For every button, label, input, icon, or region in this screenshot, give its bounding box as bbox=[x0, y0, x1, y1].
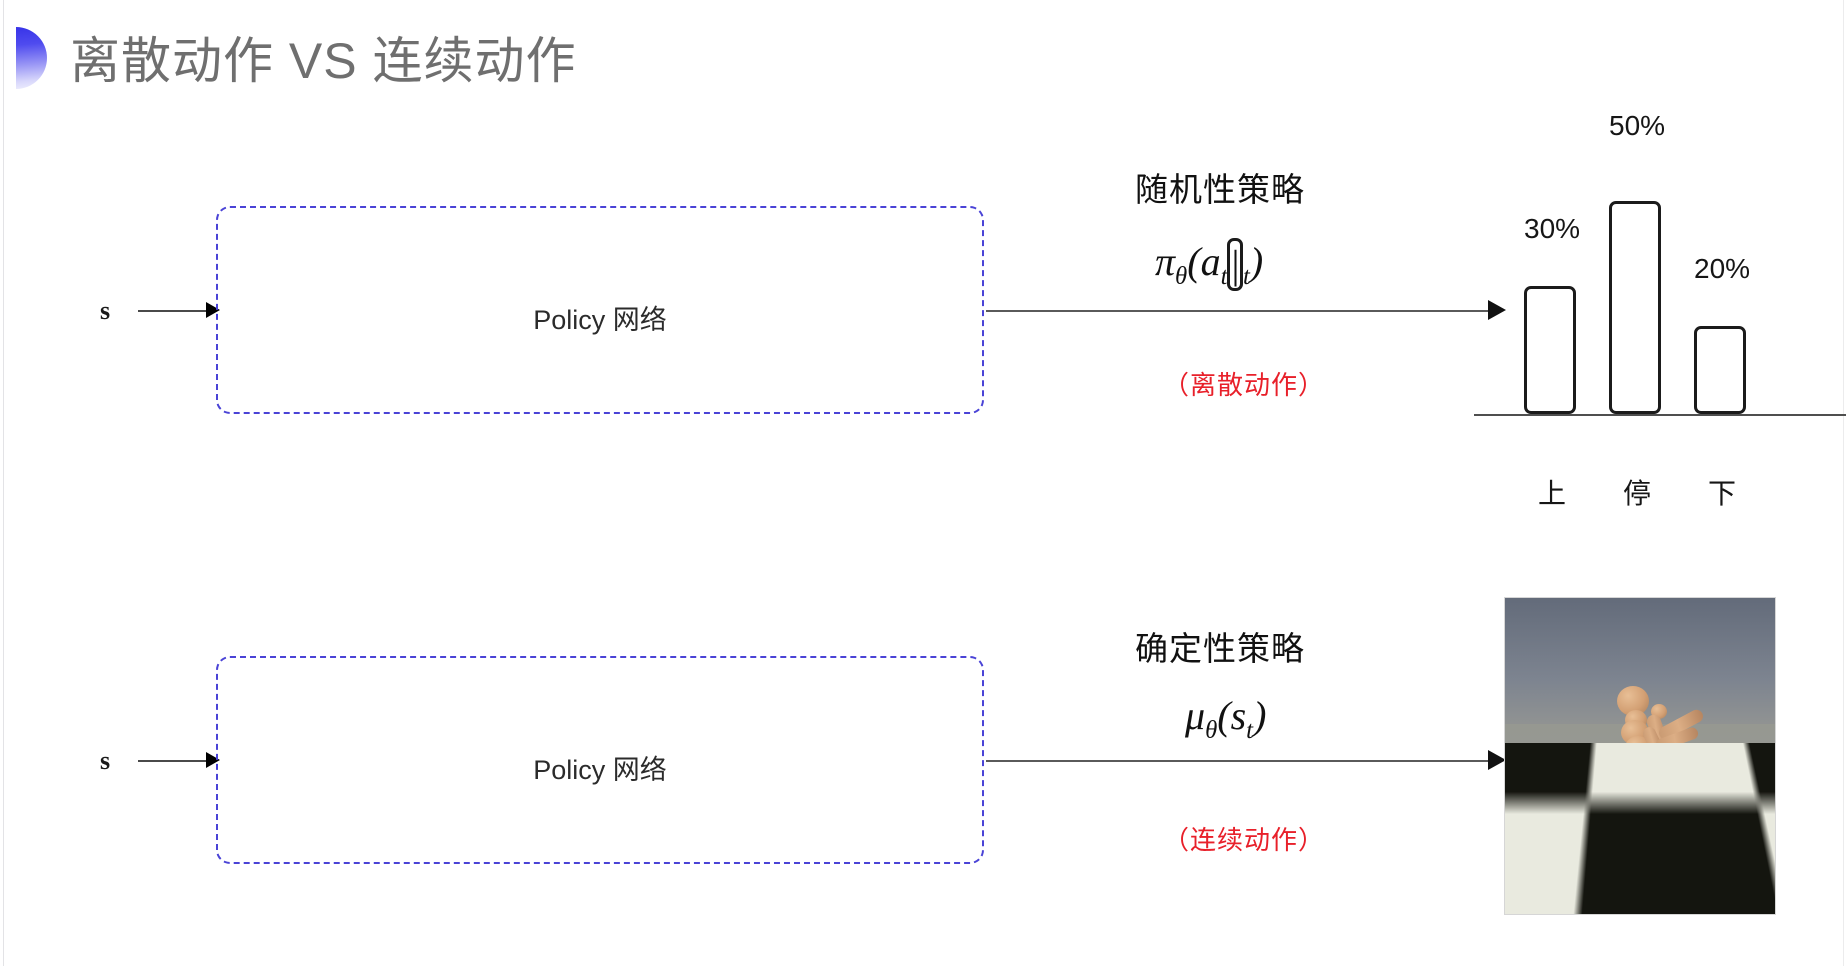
state-input-label-discrete: s bbox=[100, 296, 111, 325]
formula-head: π bbox=[1155, 239, 1176, 284]
action-probability-bar-chart: 30% 上 50% 停 20% 下 bbox=[1470, 110, 1846, 509]
formula-head-sub: θ bbox=[1175, 263, 1188, 290]
policy-network-label-continuous: Policy 网络 bbox=[533, 755, 667, 785]
policy-network-box-continuous[interactable]: Policy 网络 bbox=[216, 656, 984, 864]
bar-group-2: 20% 下 bbox=[1694, 156, 1751, 509]
bar-value-label-1: 50% bbox=[1609, 110, 1666, 141]
formula-head: μ bbox=[1185, 693, 1206, 738]
bar-value-label-0: 30% bbox=[1524, 213, 1581, 244]
humanoid-knee bbox=[1589, 830, 1611, 852]
policy-network-box-discrete[interactable]: Policy 网络 bbox=[216, 206, 984, 414]
formula-arg1-sub: t bbox=[1246, 717, 1254, 744]
formula-arg1: a bbox=[1200, 239, 1221, 284]
policy-formula-deterministic: μθ(st) bbox=[1185, 692, 1266, 745]
formula-close-paren: ) bbox=[1253, 693, 1267, 738]
bar-1 bbox=[1609, 201, 1661, 414]
humanoid-simulation-image bbox=[1504, 597, 1776, 915]
bar-group-0: 30% 上 bbox=[1524, 156, 1581, 509]
policy-kind-deterministic: 确定性策略 bbox=[1135, 630, 1305, 667]
formula-arg2-sub: t bbox=[1243, 263, 1250, 290]
bar-category-label-1: 停 bbox=[1622, 478, 1651, 509]
formula-head-sub: θ bbox=[1205, 717, 1218, 744]
formula-close-paren: ) bbox=[1249, 239, 1264, 284]
chart-baseline-axis bbox=[1474, 414, 1846, 416]
slide-border-left bbox=[3, 0, 4, 966]
row-discrete-action: s Policy 网络 随机性策略 πθ(at|st) （离散动作） 30% 上… bbox=[100, 110, 1846, 509]
policy-note-discrete: （离散动作） bbox=[1163, 370, 1326, 400]
output-arrow-line-discrete bbox=[986, 310, 1490, 312]
page-title: 离散动作 VS 连续动作 bbox=[70, 33, 577, 89]
formula-open-paren: ( bbox=[1187, 239, 1201, 284]
bar-2 bbox=[1694, 326, 1746, 414]
output-arrow-line-continuous bbox=[986, 760, 1490, 762]
policy-formula-stochastic: πθ(at|st) bbox=[1155, 238, 1263, 291]
policy-note-continuous: （连续动作） bbox=[1163, 825, 1326, 855]
formula-open-paren: ( bbox=[1217, 693, 1231, 738]
bar-value-label-2: 20% bbox=[1694, 253, 1751, 284]
output-arrow-head-continuous bbox=[1488, 750, 1506, 770]
bar-category-label-2: 下 bbox=[1707, 478, 1736, 509]
input-arrow-line-discrete bbox=[138, 310, 210, 312]
slide-border-right bbox=[1843, 0, 1844, 966]
policy-kind-stochastic: 随机性策略 bbox=[1135, 171, 1305, 208]
policy-network-label-discrete: Policy 网络 bbox=[533, 305, 667, 335]
formula-conditional-bar: | bbox=[1227, 238, 1244, 291]
input-arrow-line-continuous bbox=[138, 760, 210, 762]
state-input-label-continuous: s bbox=[100, 746, 111, 775]
bar-0 bbox=[1524, 286, 1576, 414]
bar-category-label-0: 上 bbox=[1537, 478, 1566, 509]
formula-arg1-sub: t bbox=[1220, 263, 1228, 290]
formula-arg1: s bbox=[1230, 693, 1247, 738]
bar-group-1: 50% 停 bbox=[1609, 110, 1665, 509]
output-arrow-head-discrete bbox=[1488, 300, 1506, 320]
